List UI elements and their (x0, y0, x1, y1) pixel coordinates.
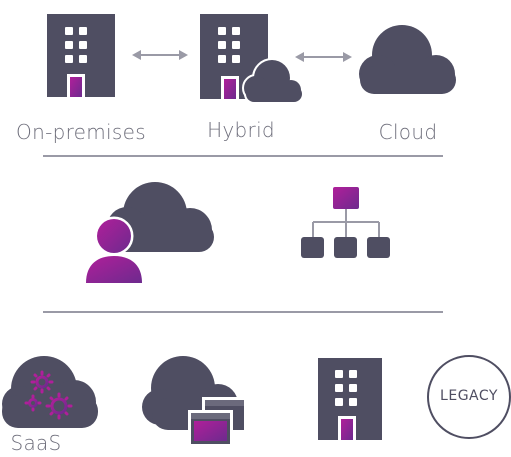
user-cloud-icon (83, 182, 214, 286)
saas-label: SaaS (10, 431, 62, 455)
hierarchy-icon (301, 187, 390, 258)
hybrid-building-cloud-icon (200, 14, 304, 104)
legacy-badge-icon: LEGACY (427, 355, 511, 439)
on-premises-building-icon (47, 14, 115, 97)
divider-bottom (43, 311, 443, 313)
building-icon (318, 358, 382, 440)
bidirectional-arrow-icon (132, 50, 188, 60)
hybrid-label: Hybrid (207, 118, 275, 142)
on-premises-label: On-premises (16, 120, 146, 144)
saas-gears-icon (2, 356, 98, 428)
bidirectional-arrow-icon (295, 52, 352, 62)
cloud-label: Cloud (378, 120, 438, 144)
divider-top (43, 155, 443, 157)
cloud-icon (359, 25, 456, 94)
legacy-label: LEGACY (440, 388, 498, 404)
cloud-windows-icon (142, 356, 247, 447)
